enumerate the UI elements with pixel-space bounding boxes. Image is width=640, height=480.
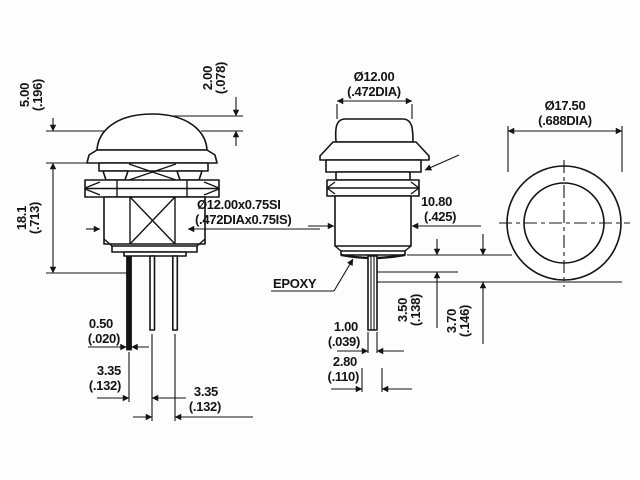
terminal-pins-front xyxy=(367,255,378,331)
cap-brim xyxy=(86,149,218,164)
terminal-pin-3 xyxy=(172,255,179,331)
dim-pin-span-mm: 2.80 xyxy=(333,354,357,369)
dim-body-length: 18.1 (.713) xyxy=(14,162,57,274)
dim-pin-width-mm: 1.00 xyxy=(334,319,358,334)
lock-washer xyxy=(98,162,209,181)
terminal-pins-side xyxy=(126,255,179,351)
dim-pin-pitch-1-in: (.132) xyxy=(89,378,121,393)
bezel-step xyxy=(325,159,422,173)
epoxy-label-text: EPOXY xyxy=(273,276,317,291)
dim-pin-thickness-mm: 0.50 xyxy=(89,316,113,331)
dim-cap-height: 5.00 (.196) xyxy=(17,79,57,132)
dim-pin-pitch-2-mm: 3.35 xyxy=(194,384,218,399)
dim-pin-pitch-1-mm: 3.35 xyxy=(97,363,121,378)
side-view: 5.00 (.196) 18.1 (.713) 2.00 (.078) Ø12.… xyxy=(14,62,320,421)
body-cylinder xyxy=(334,195,412,260)
dim-cap-top-height-in: (.078) xyxy=(213,62,228,94)
thread-callout-mm: Ø12.00x0.75SI xyxy=(197,197,281,212)
dim-cap-height-in: (.196) xyxy=(30,79,45,111)
dim-flange-dia-in: (.688DIA) xyxy=(538,113,592,128)
dim-pin-len-a-in: (.138) xyxy=(408,294,423,326)
dim-cap-dia-in: (.472DIA) xyxy=(347,84,401,99)
dim-pin-len-a: 3.50 (.138) xyxy=(395,239,441,328)
dim-thread-callout: Ø12.00x0.75SI (.472DIAx0.75IS) xyxy=(86,197,320,233)
dim-pin-pitch-1: 3.35 (.132) xyxy=(89,363,186,402)
bezel-pointer-arrow xyxy=(424,154,460,171)
dim-body-length-in: (.713) xyxy=(27,202,42,234)
bezel-flange xyxy=(319,141,430,161)
dim-body-length-mm: 18.1 xyxy=(14,206,29,230)
front-view: Ø12.00 (.472DIA) 10.80 (.425) EPOXY 1.00… xyxy=(271,69,622,393)
actuator-cap xyxy=(334,118,414,143)
dim-pin-thickness-in: (.020) xyxy=(88,331,120,346)
dim-cap-dia: Ø12.00 (.472DIA) xyxy=(336,69,413,105)
thread-callout-in: (.472DIAx0.75IS) xyxy=(195,212,291,227)
dim-cap-dia-mm: Ø12.00 xyxy=(354,69,395,84)
neck xyxy=(335,171,411,181)
dim-pin-pitch-2: 3.35 (.132) xyxy=(133,384,253,421)
hex-nut xyxy=(84,179,220,198)
top-view: Ø17.50 (.688DIA) xyxy=(499,98,630,287)
dim-pin-width: 1.00 (.039) xyxy=(328,319,404,355)
hex-nut-front xyxy=(326,179,420,197)
dim-pin-len-a-mm: 3.50 xyxy=(395,298,410,322)
dim-pin-span-in: (.110) xyxy=(328,369,359,384)
dome-cap xyxy=(96,113,208,151)
dim-body-dia-in: (.425) xyxy=(424,209,456,224)
dim-pin-len-b: 3.70 (.146) xyxy=(444,234,487,344)
dim-cap-top-height: 2.00 (.078) xyxy=(200,62,240,146)
front-view-extension-lines xyxy=(336,104,622,392)
dim-cap-top-height-mm: 2.00 xyxy=(200,66,215,90)
dim-body-dia: 10.80 (.425) xyxy=(308,194,481,230)
dim-flange-dia-mm: Ø17.50 xyxy=(545,98,586,113)
dim-pin-width-in: (.039) xyxy=(328,334,360,349)
dim-pin-thickness: 0.50 (.020) xyxy=(88,316,149,351)
dim-pin-span: 2.80 (.110) xyxy=(328,354,412,393)
terminal-pin-2 xyxy=(149,255,156,331)
dim-pin-len-b-in: (.146) xyxy=(457,305,472,337)
dim-flange-dia: Ø17.50 (.688DIA) xyxy=(507,98,623,172)
dim-pin-pitch-2-in: (.132) xyxy=(189,399,221,414)
dim-cap-height-mm: 5.00 xyxy=(17,83,32,107)
terminal-pin-1 xyxy=(126,255,132,351)
epoxy-label: EPOXY xyxy=(271,258,354,292)
dim-pin-len-b-mm: 3.70 xyxy=(444,309,459,333)
dim-body-dia-mm: 10.80 xyxy=(421,194,452,209)
threaded-bushing xyxy=(103,196,206,257)
